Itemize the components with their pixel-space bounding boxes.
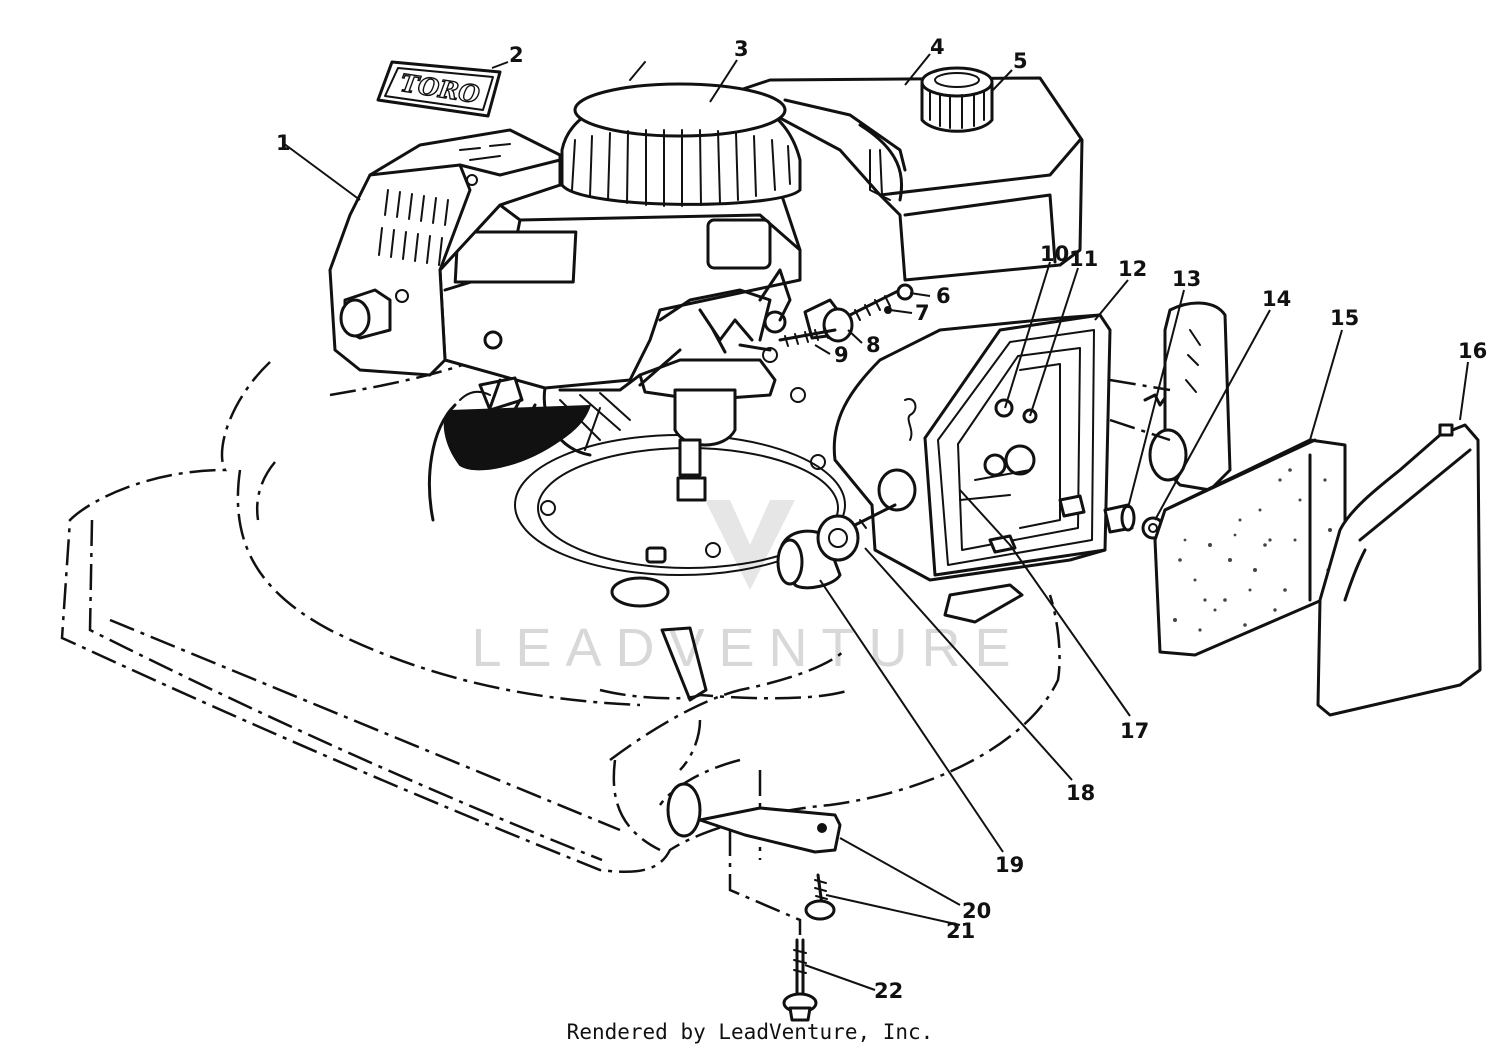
callout-15: 15 — [1330, 306, 1359, 330]
callout-6: 6 — [936, 284, 951, 308]
air-cleaner-mount — [1109, 301, 1232, 492]
fuel-cap — [920, 66, 994, 133]
recoil-starter — [560, 61, 802, 207]
spark-plug-wire — [428, 376, 591, 522]
air-cleaner-cover — [1316, 423, 1482, 717]
credit-text: Rendered by LeadVenture, Inc. — [566, 1020, 934, 1044]
callout-1: 1 — [276, 131, 291, 155]
mower-deck — [60, 348, 1061, 874]
callout-3: 3 — [734, 37, 749, 61]
carburetor-assembly — [542, 268, 792, 502]
callout-4: 4 — [930, 35, 945, 59]
callout-13: 13 — [1172, 267, 1201, 291]
engine-side-housing — [328, 128, 562, 377]
callout-22: 22 — [874, 979, 903, 1003]
engine-shroud — [438, 183, 802, 390]
callout-10: 10 — [1040, 242, 1069, 266]
bolts-bracket — [698, 806, 842, 1022]
callout-21: 21 — [946, 919, 975, 943]
watermark-text: LEADVENTURE — [471, 618, 1024, 678]
callout-19: 19 — [995, 853, 1024, 877]
callout-2: 2 — [509, 43, 524, 67]
foam-filter — [1153, 438, 1347, 657]
callout-5: 5 — [1013, 49, 1028, 73]
callout-11: 11 — [1069, 247, 1098, 271]
air-cleaner-body — [832, 313, 1112, 624]
leader-lines — [282, 53, 1469, 991]
watermark: LEADVENTURE — [471, 500, 1024, 678]
callout-16: 16 — [1458, 339, 1487, 363]
throttle-linkage — [778, 283, 914, 347]
callout-7: 7 — [915, 301, 930, 325]
callout-12: 12 — [1118, 257, 1147, 281]
callout-20: 20 — [962, 899, 991, 923]
callout-8: 8 — [866, 333, 881, 357]
callout-numbers: 1 2 3 4 5 6 7 8 9 10 11 12 13 14 15 16 1… — [276, 35, 1487, 1003]
spacers — [1103, 503, 1165, 540]
callout-17: 17 — [1120, 719, 1149, 743]
callout-9: 9 — [834, 343, 849, 367]
callout-14: 14 — [1262, 287, 1291, 311]
callout-18: 18 — [1066, 781, 1095, 805]
toro-decal: TORO — [376, 60, 502, 118]
breather-parts — [776, 503, 897, 590]
